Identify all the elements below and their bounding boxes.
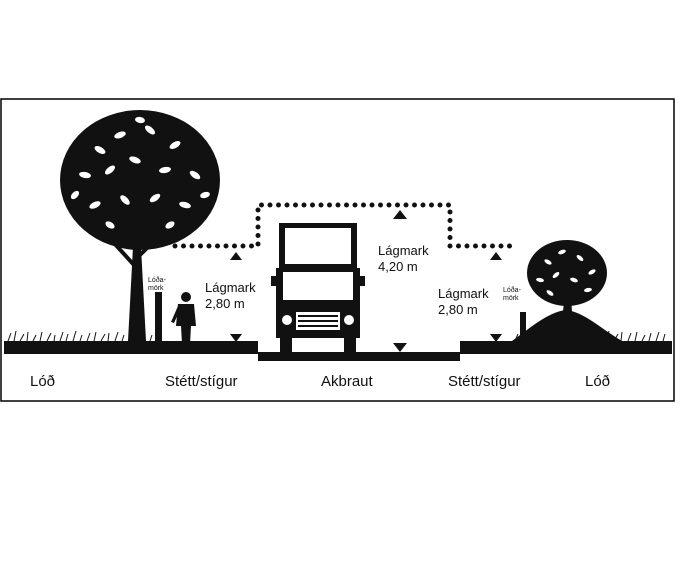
- clearance-envelope: [172, 202, 521, 249]
- hill-mound: [512, 310, 622, 341]
- boundary-label-left-line1: Lóða-: [148, 276, 167, 284]
- zone-label-roadway: Akbraut: [321, 373, 374, 390]
- ground-profile: [4, 341, 672, 361]
- clearance-left-label-line1: Lágmark: [205, 280, 256, 295]
- boundary-label-left-line2: mörk: [148, 285, 164, 292]
- marker-right-bottom: [490, 334, 502, 342]
- truck-icon: [271, 223, 365, 352]
- grass-left: [7, 330, 153, 342]
- zone-label-lod-right: Lóð: [585, 373, 610, 390]
- tree-left-icon: [60, 110, 220, 341]
- marker-left-bottom: [230, 334, 242, 342]
- boundary-label-right-line1: Lóða-: [503, 286, 522, 294]
- zone-label-lod-left: Lóð: [30, 373, 55, 390]
- clearance-center-label-line2: 4,20 m: [378, 259, 418, 274]
- zone-label-sidewalk-left: Stétt/stígur: [165, 373, 238, 390]
- zone-label-sidewalk-right: Stétt/stígur: [448, 373, 521, 390]
- boundary-label-right-line2: mörk: [503, 295, 519, 302]
- boundary-post-left: [155, 292, 162, 341]
- clearance-center-label-line1: Lágmark: [378, 243, 429, 258]
- clearance-right-label-line1: Lágmark: [438, 286, 489, 301]
- marker-center-top: [393, 210, 407, 219]
- clearance-left-label-line2: 2,80 m: [205, 296, 245, 311]
- marker-right-top: [490, 252, 502, 260]
- marker-left-top: [230, 252, 242, 260]
- clearance-markers: [230, 210, 502, 352]
- boundary-post-right: [520, 312, 526, 341]
- tree-right-icon: [527, 240, 607, 312]
- marker-center-bottom: [393, 343, 407, 352]
- clearance-right-label-line2: 2,80 m: [438, 302, 478, 317]
- person-icon: [171, 292, 196, 344]
